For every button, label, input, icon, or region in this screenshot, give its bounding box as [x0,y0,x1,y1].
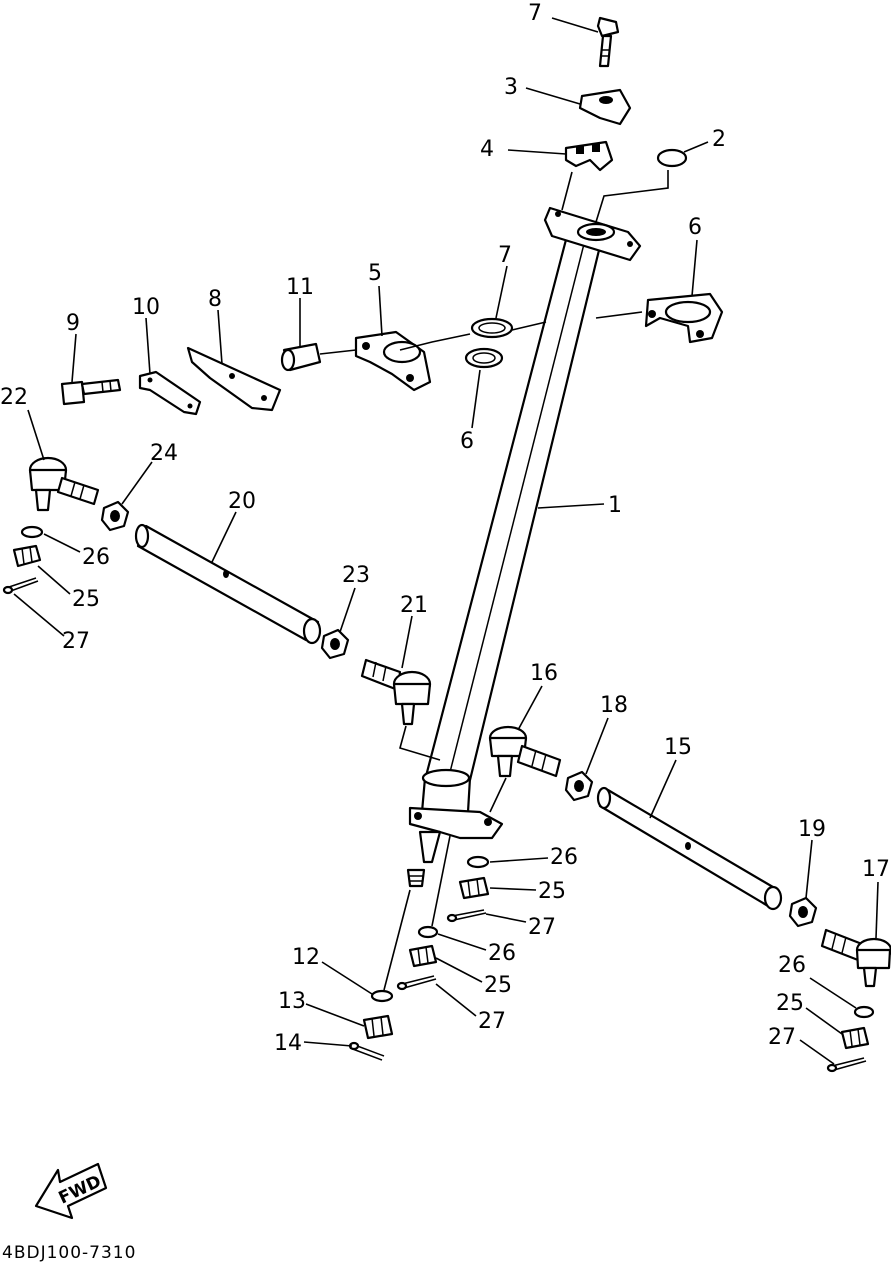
tie-rod-end-21 [360,658,432,726]
lock-washer-10 [138,370,202,416]
washer-26-left [20,525,44,539]
assembly-lines [319,170,669,991]
callout-8: 8 [208,287,222,312]
callout-5: 7 [528,1,542,26]
plate-8 [186,346,282,412]
castle-nut-25-center-lower [408,944,438,968]
callout-19: 19 [798,817,826,842]
callout-9: 9 [66,311,80,336]
callout-10: 10 [132,295,160,320]
nut-19 [788,896,818,928]
castle-nut-25-left [12,544,42,568]
clamp-6-right [644,292,724,344]
nut-18 [564,770,594,802]
callout-26-left: 26 [82,545,110,570]
callout-2: 2 [712,127,726,152]
callout-27-left: 27 [62,629,90,654]
callout-23: 23 [342,563,370,588]
holder-3 [578,88,632,126]
steering-shaft [406,206,642,888]
callout-17: 17 [862,857,890,882]
bolt-5 [596,16,620,68]
callout-26-right: 26 [778,953,806,978]
nut-24 [100,500,130,532]
callout-3: 3 [504,75,518,100]
washer-12 [370,989,394,1003]
bushing-7-upper [470,317,514,339]
callout-16: 16 [530,661,558,686]
cap-2 [656,148,688,168]
callout-24: 24 [150,441,178,466]
callout-26-center-upper: 26 [550,845,578,870]
callout-25-center-upper: 25 [538,879,566,904]
cotter-pin-14 [348,1041,385,1061]
callout-26-center-lower: 26 [488,941,516,966]
callout-21: 21 [400,593,428,618]
callout-6-right: 6 [688,215,702,240]
callout-18: 18 [600,693,628,718]
bolt-9 [60,378,122,406]
nut-23 [320,628,350,660]
tie-rod-end-17 [820,928,891,988]
callout-25-center-lower: 25 [484,973,512,998]
callout-7-lower: 6 [460,429,474,454]
callout-leaders [13,17,879,1065]
cotter-pin-27-center-lower [396,975,437,991]
callout-14: 14 [274,1031,302,1056]
cotter-pin-27-center-upper [446,909,487,923]
bushing-7-lower [464,347,504,369]
washer-26-center-upper [466,855,490,869]
cotter-pin-27-right [826,1057,867,1073]
tie-rod-15 [596,786,783,911]
tie-rod-end-22 [28,456,100,512]
callout-7-upper: 7 [498,243,512,268]
callout-22: 22 [0,385,28,410]
collar-11 [280,342,322,372]
callout-6-left: 5 [368,261,382,286]
callout-13: 13 [278,989,306,1014]
clamp-6-left [354,330,432,392]
callout-11: 11 [286,275,314,300]
callout-20: 20 [228,489,256,514]
callout-27-center-upper: 27 [528,915,556,940]
fwd-arrow: FWD [34,1162,108,1220]
callout-1: 1 [608,493,622,518]
castle-nut-25-right [840,1026,870,1050]
holder-4 [564,140,614,172]
callout-4: 4 [480,137,494,162]
callout-25-left: 25 [72,587,100,612]
callout-15: 15 [664,735,692,760]
cotter-pin-27-left [2,577,39,595]
callout-12: 12 [292,945,320,970]
washer-26-center-lower [417,925,439,939]
callout-27-right: 27 [768,1025,796,1050]
nut-13 [362,1014,394,1040]
callout-labels: 7 3 4 2 6 5 7 6 8 10 9 11 22 24 20 26 25… [0,1,890,1056]
washer-26-right [853,1005,875,1019]
castle-nut-25-center-upper [458,876,490,900]
callout-27-center-lower: 27 [478,1009,506,1034]
drawing-code: 4BDJ100-7310 [2,1243,136,1262]
tie-rod-20 [134,523,322,645]
tie-rod-end-16 [488,725,562,778]
callout-25-right: 25 [776,991,804,1016]
